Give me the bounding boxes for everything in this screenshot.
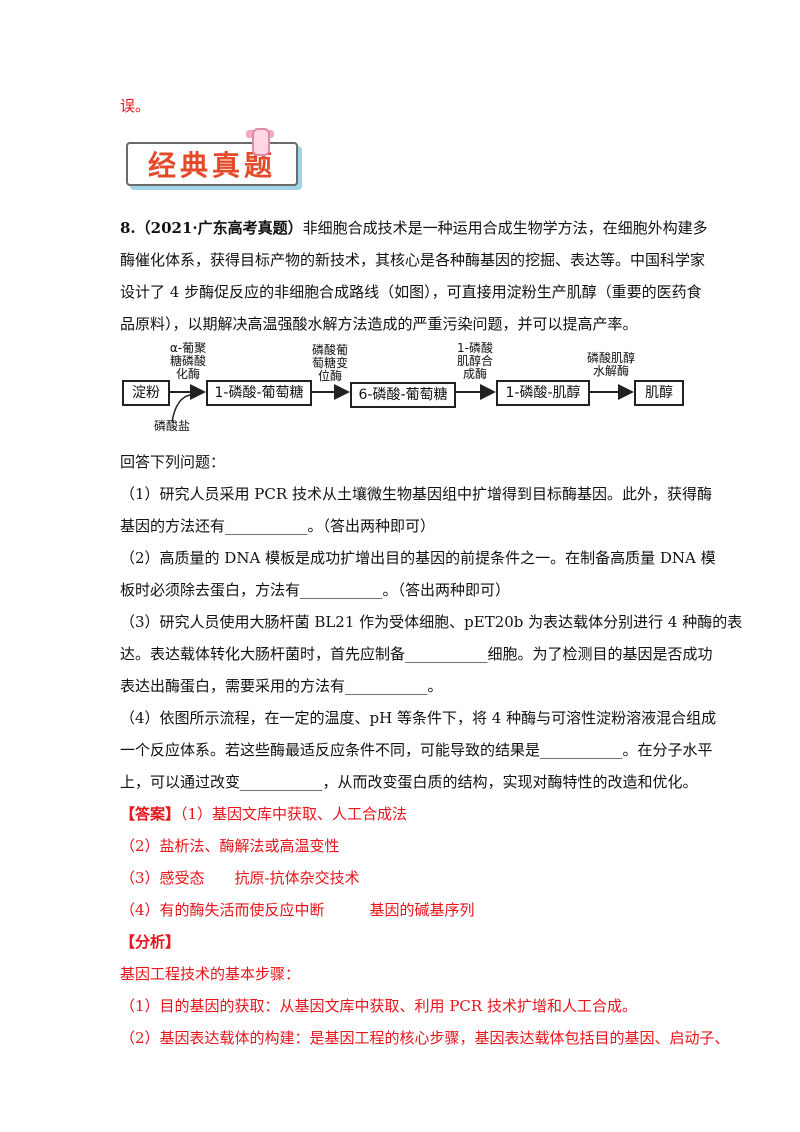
analysis-line-2: （1）目的基因的获取：从基因文库中获取、利用 PCR 技术扩增和人工合成。 (120, 997, 637, 1015)
prompt-line: 回答下列问题： (120, 453, 226, 471)
answer-line-4: （4）有的酶失活而使反应中断 基因的碱基序列 (120, 901, 475, 919)
node-inositol: 肌醇 (634, 380, 684, 406)
cofactor-arrow (171, 394, 191, 423)
item-line-1: （1）研究人员采用 PCR 技术从土壤微生物基因组中扩增得到目标酶基因。此外，获… (120, 485, 712, 503)
question-line-1: 8.（2021·广东高考真题）非细胞合成技术是一种运用合成生物学方法，在细胞外构… (120, 218, 708, 238)
item-line-10: 上，可以通过改变___________，从而改变蛋白质的结构，实现对酶特性的改造… (120, 773, 698, 791)
item-line-4: 板时必须除去蛋白，方法有___________。（答出两种即可） (120, 581, 511, 599)
enzyme-label-1: α-葡聚 糖磷酸 化酶 (169, 341, 207, 381)
question-number: 8. (120, 219, 136, 237)
item-line-9: 一个反应体系。若这些酶最适反应条件不同，可能导致的结果是___________。… (120, 741, 713, 759)
banner-box: 经典真题 (126, 142, 298, 186)
answer-line-1: 【答案】（1）基因文库中获取、人工合成法 (120, 804, 407, 824)
node-g6p: 6-磷酸-葡萄糖 (350, 382, 456, 408)
previous-text-fragment: 误。 (120, 97, 151, 115)
analysis-line-3: （2）基因表达载体的构建：是基因工程的核心步骤，基因表达载体包括目的基因、启动子… (120, 1029, 730, 1047)
answer-tag: 【答案】 (120, 805, 181, 823)
question-line-4: 品原料），以期解决高温强酸水解方法造成的严重污染问题，并可以提高产率。 (120, 315, 638, 333)
item-line-3: （2）高质量的 DNA 模板是成功扩增出目的基因的前提条件之一。在制备高质量 D… (120, 549, 716, 567)
item-line-2: 基因的方法还有___________。（答出两种即可） (120, 517, 436, 535)
question-source: （2021·广东高考真题） (135, 219, 303, 237)
node-starch: 淀粉 (122, 380, 170, 406)
answer-line-3: （3）感受态 抗原-抗体杂交技术 (120, 869, 360, 887)
enzyme-label-3: 1-磷酸 肌醇合 成酶 (456, 341, 493, 381)
analysis-tag: 【分析】 (120, 933, 181, 951)
item-line-6: 达。表达载体转化大肠杆菌时，首先应制备___________细胞。为了检测目的基… (120, 645, 713, 663)
pathway-arrows (168, 384, 634, 423)
node-ip: 1-磷酸-肌醇 (496, 380, 590, 406)
banner-title: 经典真题 (147, 149, 276, 182)
section-banner: 经典真题 (120, 128, 300, 186)
item-line-5: （3）研究人员使用大肠杆菌 BL21 作为受体细胞、pET20b 为表达载体分别… (120, 613, 743, 631)
question-line-3: 设计了 4 步酶促反应的非细胞合成路线（如图），可直接用淀粉生产肌醇（重要的医药… (120, 283, 702, 301)
enzyme-label-2: 磷酸葡 萄糖变 位酶 (311, 343, 348, 383)
answer-line-2: （2）盐析法、酶解法或高温变性 (120, 837, 340, 855)
enzyme-label-4: 磷酸肌醇 水解酶 (586, 351, 635, 378)
item-line-7: 表达出酶蛋白，需要采用的方法有___________。 (120, 677, 443, 695)
question-line-2: 酶催化体系，获得目标产物的新技术，其核心是各种酶基因的挖掘、表达等。中国科学家 (120, 251, 706, 269)
item-line-8: （4）依图所示流程，在一定的温度、pH 等条件下，将 4 种酶与可溶性淀粉溶液混… (120, 709, 717, 727)
node-g1p: 1-磷酸-葡萄糖 (206, 380, 312, 406)
analysis-line-1: 基因工程技术的基本步骤： (120, 965, 301, 983)
cofactor-label: 磷酸盐 (153, 419, 190, 433)
pathway-diagram: 淀粉 1-磷酸-葡萄糖 6-磷酸-葡萄糖 1-磷酸-肌醇 肌醇 α-葡聚 糖磷酸… (120, 340, 685, 435)
answer-text-1: （1）基因文库中获取、人工合成法 (180, 805, 408, 823)
question-text: 非细胞合成技术是一种运用合成生物学方法，在细胞外构建多 (302, 219, 708, 237)
paperclip-icon (252, 128, 270, 156)
